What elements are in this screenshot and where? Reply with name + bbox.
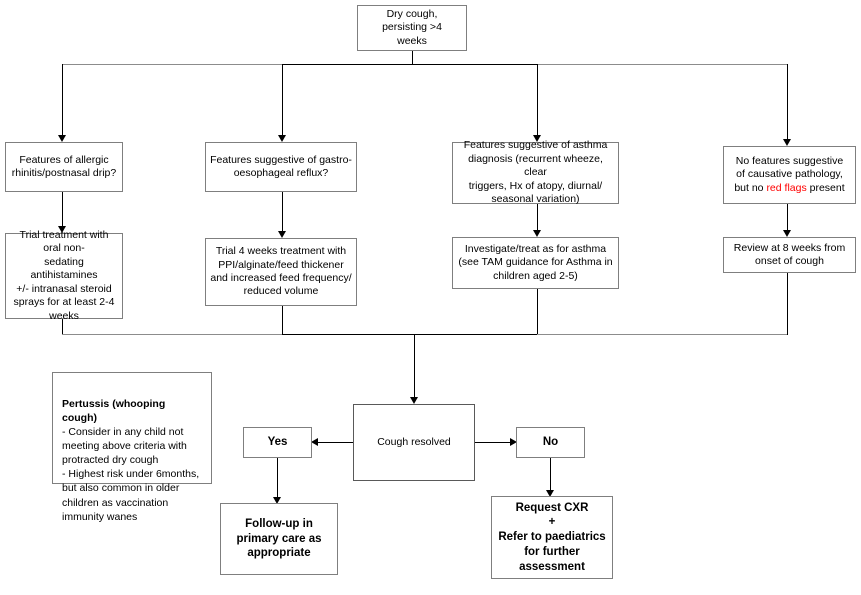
arrowhead-reflux-to-treatment bbox=[277, 231, 286, 238]
node-answer-yes[interactable]: Yes bbox=[243, 427, 312, 458]
node-branch-asthma[interactable]: Features suggestive of asthma diagnosis … bbox=[452, 139, 619, 205]
node-decision-cough-resolved[interactable]: Cough resolved bbox=[353, 404, 475, 481]
connector-allergic-to-treatment bbox=[62, 192, 63, 229]
arrowhead-drop-nofeatures bbox=[782, 139, 791, 146]
node-answer-no[interactable]: No bbox=[516, 427, 585, 458]
arrowhead-no-to-cxr bbox=[545, 490, 554, 497]
arrowhead-nofeatures-to-review bbox=[782, 230, 791, 237]
node-branch-no-features[interactable]: No features suggestive of causative path… bbox=[723, 146, 856, 204]
connector-drop-nofeatures bbox=[787, 64, 788, 142]
connector-yes-to-followup bbox=[277, 458, 278, 501]
node-treatment-reflux[interactable]: Trial 4 weeks treatment with PPI/alginat… bbox=[205, 238, 357, 306]
no-features-text: No features suggestive of causative path… bbox=[734, 155, 844, 195]
connector-drop-asthma bbox=[537, 64, 538, 138]
connector-merge-to-decision bbox=[414, 334, 415, 400]
connector-merge-stem-review bbox=[787, 273, 788, 335]
connector-merge-stem-asthma bbox=[537, 289, 538, 335]
arrowhead-decision-to-no bbox=[510, 437, 517, 446]
connector-merge-stem-allergic bbox=[62, 319, 63, 335]
connector-reflux-to-treatment bbox=[282, 192, 283, 234]
arrowhead-drop-asthma bbox=[532, 135, 541, 142]
arrowhead-decision-to-yes bbox=[311, 437, 318, 446]
node-treatment-asthma[interactable]: Investigate/treat as for asthma (see TAM… bbox=[452, 237, 619, 289]
red-flags-text: red flags bbox=[766, 181, 807, 194]
connector-drop-allergic bbox=[62, 64, 63, 138]
connector-start-stem bbox=[412, 51, 413, 64]
connector-asthma-to-treatment bbox=[537, 204, 538, 233]
connector-decision-to-yes bbox=[317, 442, 353, 443]
arrowhead-drop-allergic bbox=[57, 135, 66, 142]
node-start[interactable]: Dry cough, persisting >4 weeks bbox=[357, 5, 467, 51]
connector-merge-bar-left bbox=[62, 334, 282, 335]
node-branch-gastro-reflux[interactable]: Features suggestive of gastro- oesophage… bbox=[205, 142, 357, 192]
node-review-8-weeks[interactable]: Review at 8 weeks from onset of cough bbox=[723, 237, 856, 273]
no-features-prefix: No features suggestive of causative path… bbox=[734, 154, 844, 194]
note-pertussis-title: Pertussis (whooping cough) bbox=[62, 398, 166, 425]
connector-decision-to-no bbox=[475, 442, 511, 443]
connector-merge-bar-right bbox=[537, 334, 787, 335]
node-outcome-followup[interactable]: Follow-up in primary care as appropriate bbox=[220, 503, 338, 575]
connector-no-to-cxr bbox=[550, 458, 551, 494]
node-outcome-request-cxr[interactable]: Request CXR + Refer to paediatrics for f… bbox=[491, 496, 613, 579]
connector-distribution-bar-right bbox=[537, 64, 787, 65]
note-pertussis[interactable]: Pertussis (whooping cough)- Consider in … bbox=[52, 372, 212, 523]
connector-merge-stem-reflux bbox=[282, 306, 283, 335]
node-branch-allergic-rhinitis[interactable]: Features of allergic rhinitis/postnasal … bbox=[5, 142, 123, 192]
arrowhead-asthma-to-treatment bbox=[532, 230, 541, 237]
connector-distribution-bar-center bbox=[282, 64, 537, 65]
note-pertussis-body: - Consider in any child not meeting abov… bbox=[62, 426, 200, 523]
connector-drop-reflux bbox=[282, 64, 283, 138]
arrowhead-drop-reflux bbox=[277, 135, 286, 142]
no-features-suffix: present bbox=[806, 181, 845, 194]
arrowhead-allergic-to-treatment bbox=[57, 226, 66, 233]
connector-merge-bar-center bbox=[282, 334, 537, 335]
arrowhead-yes-to-followup bbox=[272, 497, 281, 504]
node-treatment-antihistamines[interactable]: Trial treatment with oral non- sedating … bbox=[5, 229, 123, 322]
connector-nofeatures-to-review bbox=[787, 204, 788, 233]
arrowhead-merge-to-decision bbox=[409, 397, 418, 404]
